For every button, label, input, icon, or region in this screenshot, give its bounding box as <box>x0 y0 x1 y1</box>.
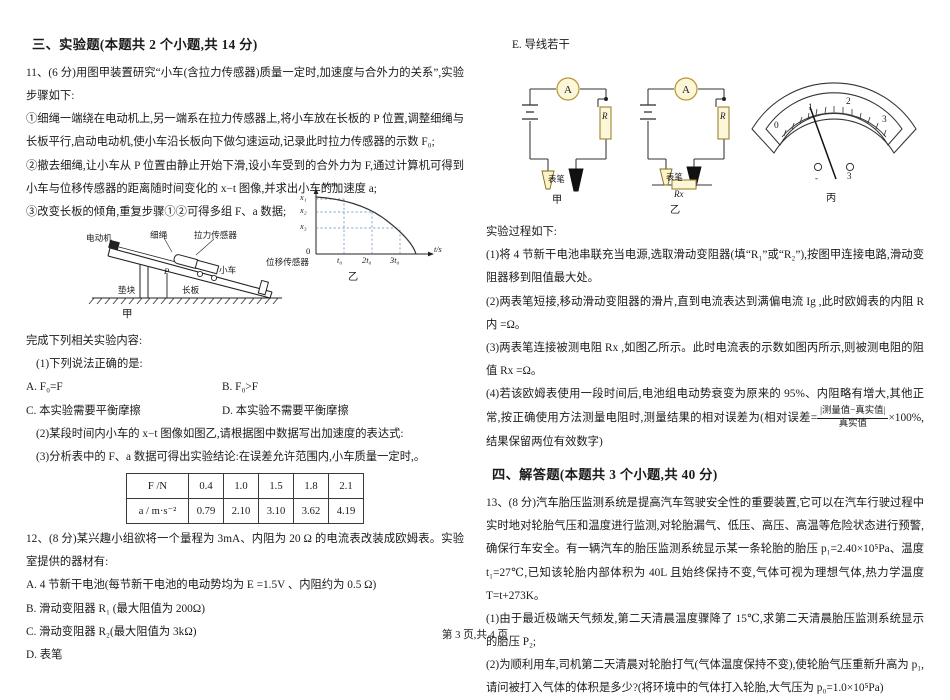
circuit-caption-yi: 乙 <box>670 205 681 217</box>
q12-process: 实验过程如下: (1)将 4 节新干电池串联充当电源,选取滑动变阻器(填“R₁”… <box>486 221 924 454</box>
q11-step-2: ②撤去细绳,让小车从 P 位置由静止开始下滑,设小车受到的合外力为 F,通过计算… <box>26 159 464 195</box>
graph-origin: 0 <box>306 246 311 256</box>
section-title-experiment: 三、实验题(本题共 2 个小题,共 14 分) <box>32 37 258 52</box>
table-cell: 3.62 <box>293 498 329 525</box>
table-cell: 3.10 <box>258 498 294 525</box>
two-column-layout: 三、实验题(本题共 2 个小题,共 14 分) 11、(6 分)用图甲装置研究“… <box>26 34 924 694</box>
graph-xlabel: t/s <box>434 245 442 254</box>
q11-option-c: C. 本实验需要平衡摩擦 <box>26 404 141 417</box>
q12-process-1: (1)将 4 节新干电池串联充当电源,选取滑动变阻器(填“R₁”或“R₂”),按… <box>486 249 924 285</box>
circuit-jia: A <box>522 77 612 192</box>
figure-caption-yi: 乙 <box>348 272 359 283</box>
q11-sub3: (3)分析表中的 F、a 数据可得出实验结论:在误差允许范围内,小车质量一定时,… <box>36 450 426 463</box>
question-13: 13、(8 分)汽车胎压监测系统是提高汽车驾驶安全性的重要装置,它可以在汽车行驶… <box>486 492 924 700</box>
graph-xtick-3: 3t₀ <box>390 256 400 265</box>
left-column: 三、实验题(本题共 2 个小题,共 14 分) 11、(6 分)用图甲装置研究“… <box>26 34 464 661</box>
circuit-yi: A <box>640 77 730 190</box>
question-11-parts: 完成下列相关实验内容: (1)下列说法正确的是: A. F₀=F B. F₀>F… <box>26 330 464 469</box>
q11-option-d: D. 本实验不需要平衡摩擦 <box>222 404 349 417</box>
svg-text:A: A <box>564 84 572 96</box>
experiment-data-table: F /N 0.4 1.0 1.5 1.8 2.1 a / m·s⁻² 0.79 … <box>126 473 364 525</box>
question-12: 12、(8 分)某兴趣小组欲将一个量程为 3mA、内阻为 20 Ω 的电流表改装… <box>26 528 464 667</box>
meter-terminal-3: 3 <box>847 171 852 182</box>
label-force-sensor: 拉力传感器 <box>194 230 237 241</box>
page-footer: 第 3 页,共 4 页 <box>441 630 509 641</box>
meter-tick-3: 3 <box>882 115 887 126</box>
label-point-p: P <box>164 266 170 277</box>
section-title-answer: 四、解答题(本题共 3 个小题,共 40 分) <box>492 467 718 483</box>
table-cell: 1.5 <box>258 473 294 500</box>
label-rheostat-jia: R <box>602 111 608 122</box>
q11-option-b: B. F₀>F <box>222 381 259 394</box>
figure-apparatus-jia: 电动机 细绳 拉力传感器 小车 位移传感器 垫块 长板 P 甲 <box>26 226 464 322</box>
circuit-caption-jia: 甲 <box>552 195 563 207</box>
q11-option-a: A. F₀=F <box>26 381 63 394</box>
exam-page: 三、实验题(本题共 2 个小题,共 14 分) 11、(6 分)用图甲装置研究“… <box>26 34 924 694</box>
relative-error-fraction: |测量值−真实值|真实值 <box>817 406 889 431</box>
q12-option-c: C. 滑动变阻器 R₂(最大阻值为 3kΩ) <box>26 625 197 638</box>
q11-step-3: ③改变长板的倾角,重复步骤①②可得多组 F、a 数据; <box>26 205 287 218</box>
q11-sub1: (1)下列说法正确的是: <box>36 358 143 371</box>
q12-option-e: E. 导线若干 <box>512 39 570 51</box>
table-cell: 0.79 <box>188 498 224 525</box>
q13-sub2: (2)为顺利用车,司机第二天清晨对轮胎打气(气体温度保持不变),使轮胎气压重新升… <box>486 659 924 695</box>
q11-sub2: (2)某段时间内小车的 x−t 图像如图乙,请根据图中数据写出加速度的表达式: <box>36 427 404 440</box>
table-cell: 4.19 <box>328 498 364 525</box>
meter-bing <box>751 82 917 180</box>
svg-text:A: A <box>682 84 690 96</box>
q12-option-e-wrap: E. 导线若干 <box>486 34 924 57</box>
q12-process-3: (3)两表笔连接被测电阻 Rx ,如图乙所示。此时电流表的示数如图丙所示,则被测… <box>486 341 924 378</box>
label-probe-yi: 表笔 <box>666 173 683 183</box>
table-row: F /N 0.4 1.0 1.5 1.8 2.1 <box>126 473 364 500</box>
label-block: 垫块 <box>118 285 136 296</box>
q11-stem: 11、(6 分)用图甲装置研究“小车(含拉力传感器)质量一定时,加速度与合外力的… <box>26 67 464 103</box>
graph-ytick-2: x₂ <box>300 206 307 215</box>
figure-caption-jia: 甲 <box>122 309 133 321</box>
figure-graph-yi: x/cm t/s 0 x₁ x₂ x₃ t₀ 2t₀ 3t₀ 乙 <box>282 180 458 288</box>
q12-option-b: B. 滑动变阻器 R₁ (最大阻值为 200Ω) <box>26 602 205 615</box>
meter-tick-1: 1 <box>808 103 813 114</box>
label-unknown-resistor: Rx <box>674 189 684 200</box>
label-string: 细绳 <box>150 230 168 241</box>
table-row-header-acceleration: a / m·s⁻² <box>126 498 189 525</box>
q12-process-2: (2)两表笔短接,移动滑动变阻器的滑片,直到电流表达到满偏电流 Ig ,此时欧姆… <box>486 295 924 331</box>
meter-tick-0: 0 <box>774 121 779 132</box>
graph-xtick-2: 2t₀ <box>362 256 372 265</box>
q12-stem: 12、(8 分)某兴趣小组欲将一个量程为 3mA、内阻为 20 Ω 的电流表改装… <box>26 533 464 569</box>
q11-options-cd: C. 本实验需要平衡摩擦 D. 本实验不需要平衡摩擦 <box>26 400 464 423</box>
label-displacement-sensor: 位移传感器 <box>266 257 309 268</box>
q11-step-1: ①细绳一端绕在电动机上,另一端系在拉力传感器上,将小车放在长板的 P 位置,调整… <box>26 113 464 149</box>
q11-options-ab: A. F₀=F B. F₀>F <box>26 376 464 399</box>
q13-stem: 13、(8 分)汽车胎压监测系统是提高汽车驾驶安全性的重要装置,它可以在汽车行驶… <box>486 497 924 602</box>
question-11: 11、(6 分)用图甲装置研究“小车(含拉力传感器)质量一定时,加速度与合外力的… <box>26 62 464 224</box>
graph-xtick-1: t₀ <box>337 256 343 265</box>
graph-ytick-1: x₁ <box>300 193 307 202</box>
q12-option-a: A. 4 节新干电池(每节新干电池的电动势均为 E =1.5V 、内阻约为 0.… <box>26 579 377 592</box>
graph-ylabel: x/cm <box>322 180 338 189</box>
table-row-header-force: F /N <box>126 473 189 500</box>
figure-circuits: A 表笔 R 甲 <box>486 63 924 216</box>
q12-process-title: 实验过程如下: <box>486 226 557 239</box>
q12-option-d: D. 表笔 <box>26 648 63 661</box>
label-board: 长板 <box>182 285 200 296</box>
table-cell: 1.8 <box>293 473 329 500</box>
table-cell: 2.1 <box>328 473 364 500</box>
q13-sub1: (1)由于最近极端天气频发,第二天清晨温度骤降了 15℃,求第二天清晨胎压监测系… <box>486 612 924 648</box>
label-probe-jia: 表笔 <box>548 175 565 185</box>
table-cell: 0.4 <box>188 473 224 500</box>
q11-lead: 完成下列相关实验内容: <box>26 335 143 348</box>
q12-process-4: (4)若该欧姆表使用一段时间后,电池组电动势衰变为原来的 95%、内阻略有增大,… <box>486 388 924 448</box>
circuit-caption-bing: 丙 <box>826 193 837 205</box>
meter-tick-2: 2 <box>846 97 851 108</box>
label-motor: 电动机 <box>86 233 112 244</box>
graph-ytick-3: x₃ <box>300 222 307 231</box>
table-row: a / m·s⁻² 0.79 2.10 3.10 3.62 4.19 <box>126 498 364 525</box>
right-column: E. 导线若干 <box>486 34 924 694</box>
table-cell: 1.0 <box>223 473 259 500</box>
label-cart: 小车 <box>219 265 237 276</box>
label-rheostat-yi: R <box>720 111 726 122</box>
table-cell: 2.10 <box>223 498 259 525</box>
meter-terminal-minus: - <box>815 173 818 184</box>
